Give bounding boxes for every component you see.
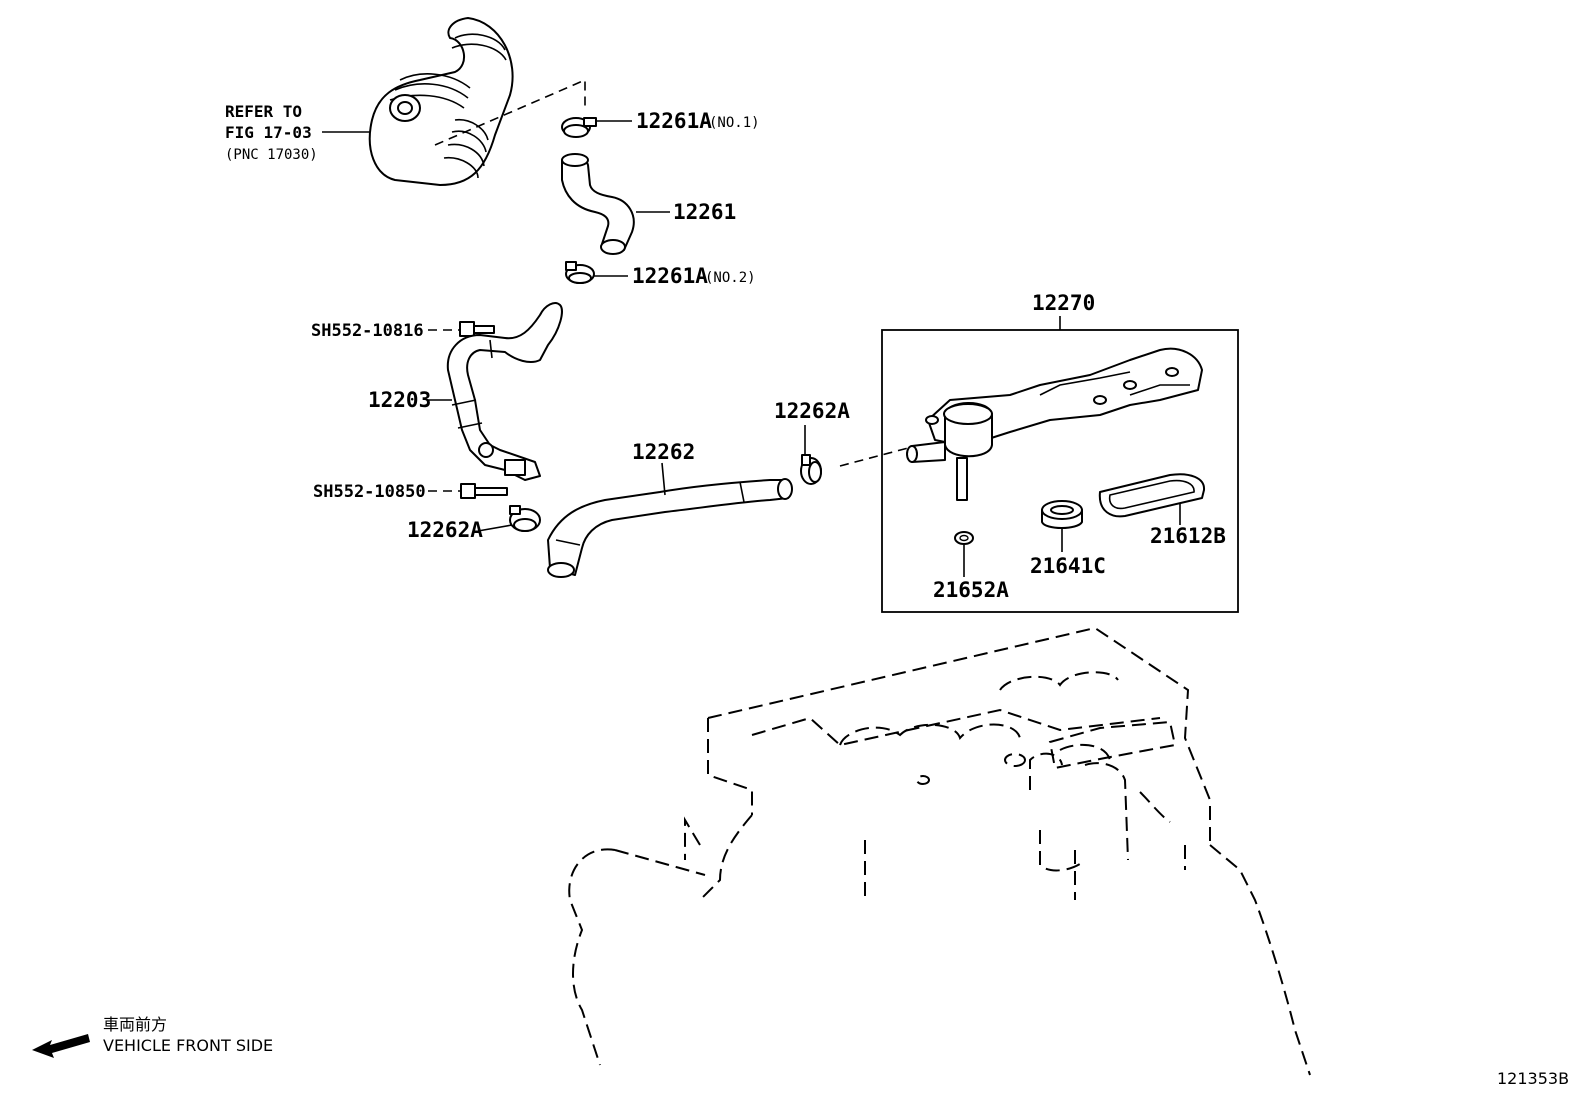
label-21641C: 21641C (1030, 554, 1106, 578)
label-12203: 12203 (368, 388, 431, 412)
label-12270: 12270 (1032, 291, 1095, 315)
gasket-21612B-icon (1098, 473, 1205, 518)
air-intake-hose-illustration (368, 17, 514, 186)
clamp-12261A-no2-icon (565, 261, 595, 284)
label-12261A-no1-suffix: (NO.1) (709, 115, 760, 131)
refer-text-line1: REFER TO (225, 102, 302, 121)
grommet-21641C-icon (1041, 500, 1083, 529)
leader-12262 (661, 462, 666, 496)
label-12261A-no2-suffix: (NO.2) (705, 270, 756, 286)
hose-12261-icon (561, 153, 635, 255)
label-21612B: 21612B (1150, 524, 1226, 548)
clamp-12262A-left-icon (509, 505, 541, 532)
front-side-label-jp: 車両前方 (103, 1015, 167, 1034)
clamp-12261A-no1-icon (561, 117, 597, 138)
bolt-sh552-10850-icon (460, 483, 508, 499)
oil-separator-12270-icon (906, 347, 1203, 501)
label-12262A-left: 12262A (407, 518, 483, 542)
leader-12262A-left (477, 524, 513, 532)
label-12262A-right: 12262A (774, 399, 850, 423)
front-side-label-en: VEHICLE FRONT SIDE (103, 1036, 273, 1055)
pipe-12203-icon (446, 302, 563, 481)
label-12262: 12262 (632, 440, 695, 464)
engine-outline-illustration (568, 626, 1311, 1076)
refer-text-line2: FIG 17-03 (225, 123, 312, 142)
label-12261A-no1-code: 12261A (636, 109, 712, 133)
valve-connection-dashed-line (839, 447, 909, 467)
refer-text-line3: (PNC 17030) (225, 147, 318, 163)
hose-12262-icon (547, 478, 793, 578)
figure-id: 121353B (1497, 1069, 1569, 1088)
bolt-sh552-10816-icon (459, 321, 495, 337)
label-21652A: 21652A (933, 578, 1009, 602)
intake-connection-dashed-line (434, 78, 586, 146)
label-12261: 12261 (673, 200, 736, 224)
label-bolt-lower: SH552-10850 (313, 482, 426, 502)
label-12261A-no2-code: 12261A (632, 264, 708, 288)
vehicle-front-arrow-icon (32, 1034, 90, 1058)
label-bolt-upper: SH552-10816 (311, 321, 424, 341)
clamp-12262A-right-icon (800, 454, 822, 485)
oring-21652A-inner-icon (959, 534, 969, 542)
